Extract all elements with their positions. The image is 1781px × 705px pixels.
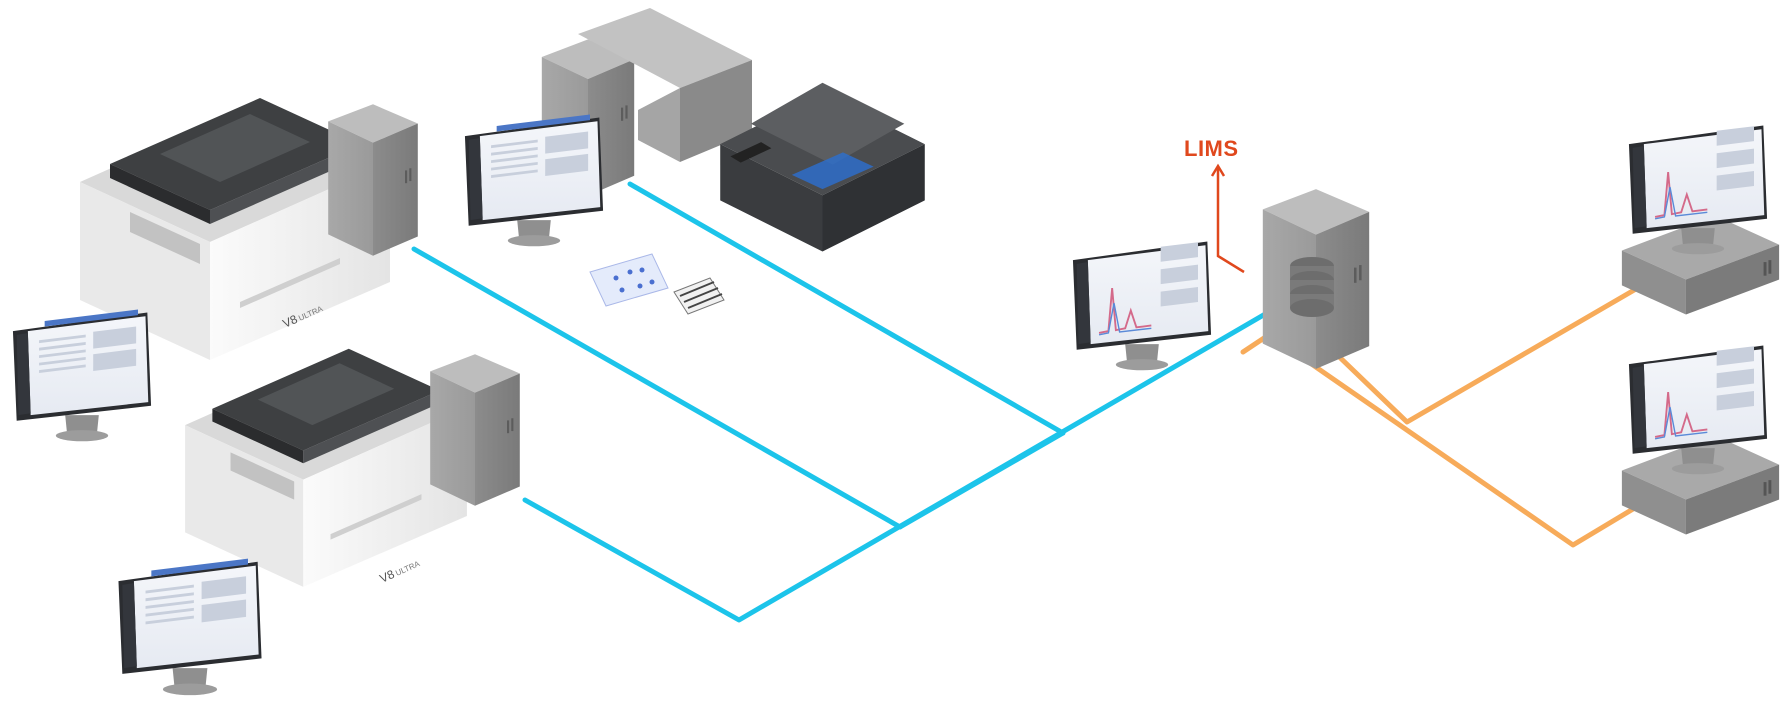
instrument-a-monitor[interactable] — [12, 309, 152, 442]
workstation-bottom[interactable] — [1621, 344, 1780, 535]
instrument-b-model: ULTRA — [394, 559, 422, 578]
scanner-monitor[interactable] — [464, 114, 604, 247]
database-icon — [1290, 257, 1334, 317]
gel-slides — [589, 253, 725, 315]
link-instrument-b — [522, 303, 1282, 623]
link-scanner — [627, 181, 1066, 436]
instrument-network — [411, 181, 1282, 623]
instrument-b-tower-pc[interactable] — [430, 354, 520, 506]
lims-link — [1210, 163, 1245, 274]
electrophoresis-instrument-b[interactable] — [185, 348, 467, 587]
instrument-a-brand: V8 — [281, 312, 300, 331]
link-instrument-a — [411, 246, 903, 530]
server-monitor[interactable] — [1071, 240, 1213, 372]
storage-box — [578, 8, 752, 162]
workstation-top[interactable] — [1621, 124, 1780, 315]
instrument-a-tower-pc[interactable] — [328, 104, 418, 256]
lims-label: LIMS — [1184, 136, 1239, 161]
instrument-b-monitor[interactable] — [118, 558, 262, 696]
result-link-workstation-bottom — [1281, 342, 1651, 548]
link-trunk — [897, 430, 1066, 530]
instrument-b-brand: V8 — [378, 567, 397, 586]
